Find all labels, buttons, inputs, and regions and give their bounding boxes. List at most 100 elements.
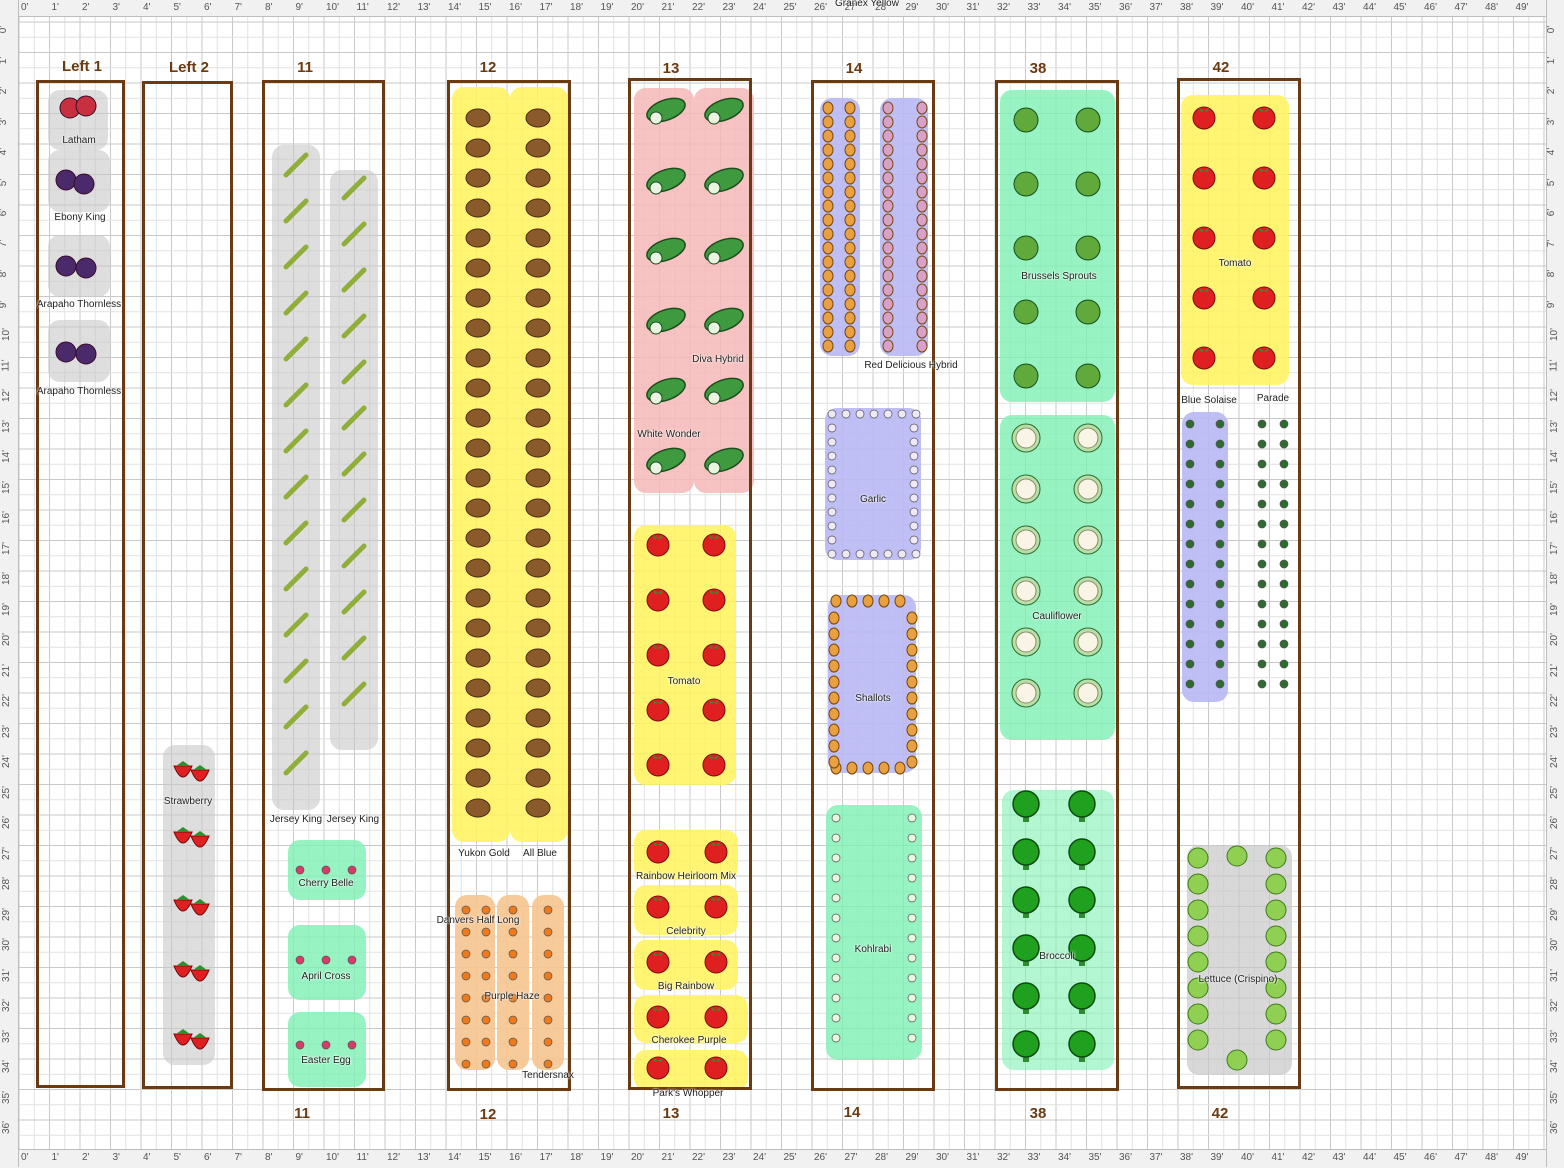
ruler-tick-x-bottom: 27' bbox=[844, 1152, 858, 1163]
kohlrabi-icon bbox=[907, 913, 917, 923]
onion-icon bbox=[828, 643, 840, 657]
plant-label-ebony-king[interactable]: Ebony King bbox=[54, 212, 106, 223]
plant-label-cherokee-purple[interactable]: Cherokee Purple bbox=[651, 1035, 727, 1046]
plant-label-tomato-42[interactable]: Tomato bbox=[1218, 258, 1252, 269]
tomato-icon bbox=[646, 753, 670, 777]
plant-label-diva-hybrid[interactable]: Diva Hybrid bbox=[692, 354, 744, 365]
plant-label-rainbow-heirloom[interactable]: Rainbow Heirloom Mix bbox=[635, 871, 737, 882]
plant-label-tomato-13[interactable]: Tomato bbox=[667, 676, 701, 687]
plant-label-shallots[interactable]: Shallots bbox=[855, 693, 891, 704]
plant-label-tendersnax[interactable]: Tendersnax bbox=[522, 1070, 574, 1081]
ruler-tick-y-right: 25' bbox=[1549, 785, 1561, 799]
pepper-icon bbox=[1279, 559, 1289, 569]
strawberry-icon bbox=[190, 769, 210, 782]
onion-icon bbox=[844, 227, 856, 241]
ruler-tick-y-right: 33' bbox=[1549, 1029, 1561, 1043]
plant-label-jersey-king-2[interactable]: Jersey King bbox=[326, 814, 380, 825]
onion-icon bbox=[828, 675, 840, 689]
asparagus-icon bbox=[341, 497, 367, 523]
plant-label-celebrity[interactable]: Celebrity bbox=[666, 926, 706, 937]
potato-icon bbox=[525, 648, 551, 668]
potato-icon bbox=[465, 348, 491, 368]
ruler-tick-x-bottom: 23' bbox=[722, 1152, 736, 1163]
plant-label-kohlrabi[interactable]: Kohlrabi bbox=[854, 944, 892, 955]
plant-label-garlic[interactable]: Garlic bbox=[859, 494, 887, 505]
onion-icon bbox=[822, 143, 834, 157]
ruler-tick-y-left: 7' bbox=[0, 239, 10, 247]
tomato-stem-icon bbox=[1199, 108, 1209, 112]
plant-label-brussels[interactable]: Brussels Sprouts bbox=[1021, 271, 1097, 282]
cauliflower-icon bbox=[1015, 529, 1037, 551]
potato-icon bbox=[465, 738, 491, 758]
radish-icon bbox=[347, 865, 357, 875]
garlic-icon bbox=[909, 451, 919, 461]
eggplant-icon bbox=[1215, 479, 1225, 489]
plant-label-parade[interactable]: Parade bbox=[1256, 393, 1290, 404]
plant-label-arapaho-2[interactable]: Arapaho Thornless bbox=[36, 386, 122, 397]
plant-label-white-wonder[interactable]: White Wonder bbox=[637, 429, 701, 440]
plant-label-all-blue[interactable]: All Blue bbox=[523, 848, 557, 859]
plant-label-april-cross[interactable]: April Cross bbox=[301, 971, 351, 982]
ruler-tick-y-left: 16' bbox=[1, 510, 13, 525]
onion-icon bbox=[916, 269, 928, 283]
pepper-icon bbox=[1279, 679, 1289, 689]
kohlrabi-icon bbox=[907, 893, 917, 903]
ruler-tick-x-top: 44' bbox=[1363, 2, 1377, 13]
plant-label-granex-yellow[interactable]: Granex Yellow bbox=[835, 0, 899, 9]
ruler-tick-x-top: 25' bbox=[783, 2, 797, 13]
ruler-tick-x-bottom: 8' bbox=[265, 1152, 273, 1163]
plant-label-danvers[interactable]: Danvers Half Long bbox=[436, 915, 520, 926]
ruler-tick-y-left: 19' bbox=[1, 602, 13, 616]
plant-label-lettuce[interactable]: Lettuce (Crispino) bbox=[1198, 974, 1278, 985]
bed-14[interactable] bbox=[811, 80, 935, 1091]
onion-icon bbox=[906, 675, 918, 689]
plant-label-parks-whopper[interactable]: Park's Whopper bbox=[652, 1088, 724, 1099]
plant-label-big-rainbow[interactable]: Big Rainbow bbox=[657, 981, 715, 992]
plant-label-arapaho-1[interactable]: Arapaho Thornless bbox=[36, 299, 122, 310]
berry-icon bbox=[73, 173, 95, 195]
onion-icon bbox=[844, 325, 856, 339]
kohlrabi-icon bbox=[831, 833, 841, 843]
onion-icon bbox=[882, 325, 894, 339]
vertical-ruler-right bbox=[1546, 0, 1564, 1167]
bed-left1[interactable] bbox=[36, 80, 125, 1088]
eggplant-icon bbox=[1185, 519, 1195, 529]
bed-11[interactable] bbox=[262, 80, 385, 1091]
bed-42[interactable] bbox=[1177, 78, 1301, 1089]
plant-label-broccoli[interactable]: Broccoli bbox=[1039, 951, 1075, 962]
plant-label-yukon-gold[interactable]: Yukon Gold bbox=[458, 848, 510, 859]
plant-label-latham[interactable]: Latham bbox=[62, 135, 96, 146]
bed-38[interactable] bbox=[995, 80, 1119, 1091]
garlic-icon bbox=[827, 437, 837, 447]
plant-label-cauliflower[interactable]: Cauliflower bbox=[1032, 611, 1082, 622]
plant-label-jersey-king-1[interactable]: Jersey King bbox=[269, 814, 323, 825]
pepper-icon bbox=[1257, 539, 1267, 549]
cucumber-slice-icon bbox=[707, 321, 721, 335]
plant-label-strawberry[interactable]: Strawberry bbox=[163, 796, 213, 807]
plant-label-cherry-belle[interactable]: Cherry Belle bbox=[298, 878, 354, 889]
asparagus-icon bbox=[341, 359, 367, 385]
tomato-icon bbox=[702, 698, 726, 722]
kohlrabi-icon bbox=[907, 953, 917, 963]
bed-12[interactable] bbox=[447, 80, 571, 1091]
bed-13[interactable] bbox=[628, 78, 752, 1090]
lettuce-icon bbox=[1187, 873, 1209, 895]
ruler-tick-y-left: 17' bbox=[1, 541, 13, 555]
tomato-icon bbox=[646, 533, 670, 557]
ruler-tick-y-left: 6' bbox=[0, 208, 10, 217]
onion-icon bbox=[906, 723, 918, 737]
bed-left2[interactable] bbox=[142, 81, 233, 1089]
bed-bottom-label-12: 12 bbox=[479, 1106, 497, 1123]
plant-label-blue-solaise[interactable]: Blue Solaise bbox=[1181, 395, 1237, 406]
plant-label-purple-haze[interactable]: Purple Haze bbox=[484, 991, 540, 1002]
ruler-tick-y-left: 33' bbox=[1, 1029, 13, 1043]
onion-icon bbox=[894, 594, 906, 608]
eggplant-icon bbox=[1185, 599, 1195, 609]
plant-label-red-delicious[interactable]: Red Delicious Hybrid bbox=[864, 360, 958, 371]
ruler-tick-y-right: 14' bbox=[1549, 449, 1561, 464]
plant-area-tendersnax bbox=[532, 895, 564, 1070]
plant-label-easter-egg[interactable]: Easter Egg bbox=[301, 1055, 351, 1066]
tomato-stem-icon bbox=[709, 535, 719, 539]
